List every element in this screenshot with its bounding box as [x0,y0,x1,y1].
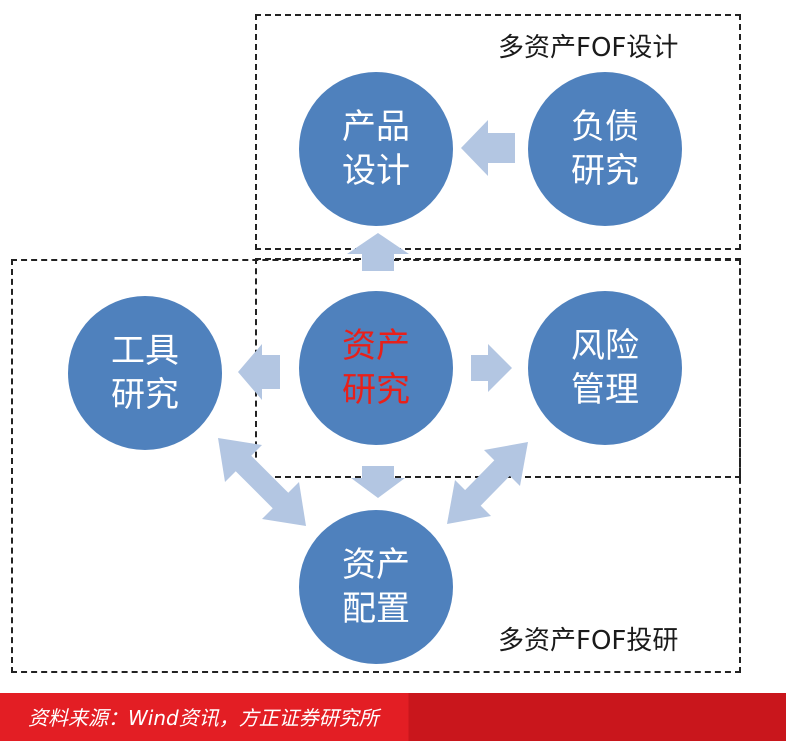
source-footer: 资料来源：Wind资讯，方正证券研究所 [0,693,786,741]
node-risk-management: 风险 管理 [528,291,682,445]
node-tool-research: 工具 研究 [68,296,222,450]
fof-design-title: 多资产FOF设计 [498,33,679,63]
arrow-tool-allocation [218,438,306,526]
node-asset-research: 资产 研究 [299,291,453,445]
arrow-risk-allocation [447,442,528,524]
node-asset-allocation: 资产 配置 [299,510,453,664]
fof-research-title: 多资产FOF投研 [498,626,679,656]
arrow-asset-to-allocation [351,466,405,498]
node-debt-research: 负债 研究 [528,72,682,226]
arrow-debt-to-product [461,120,515,176]
fof-design-group-box [255,14,741,250]
arrow-asset-to-risk [471,344,512,392]
arrow-asset-to-product [347,233,409,271]
node-product-design: 产品 设计 [299,72,453,226]
source-note: 资料来源：Wind资讯，方正证券研究所 [28,706,379,730]
arrow-asset-to-tool [238,344,280,400]
